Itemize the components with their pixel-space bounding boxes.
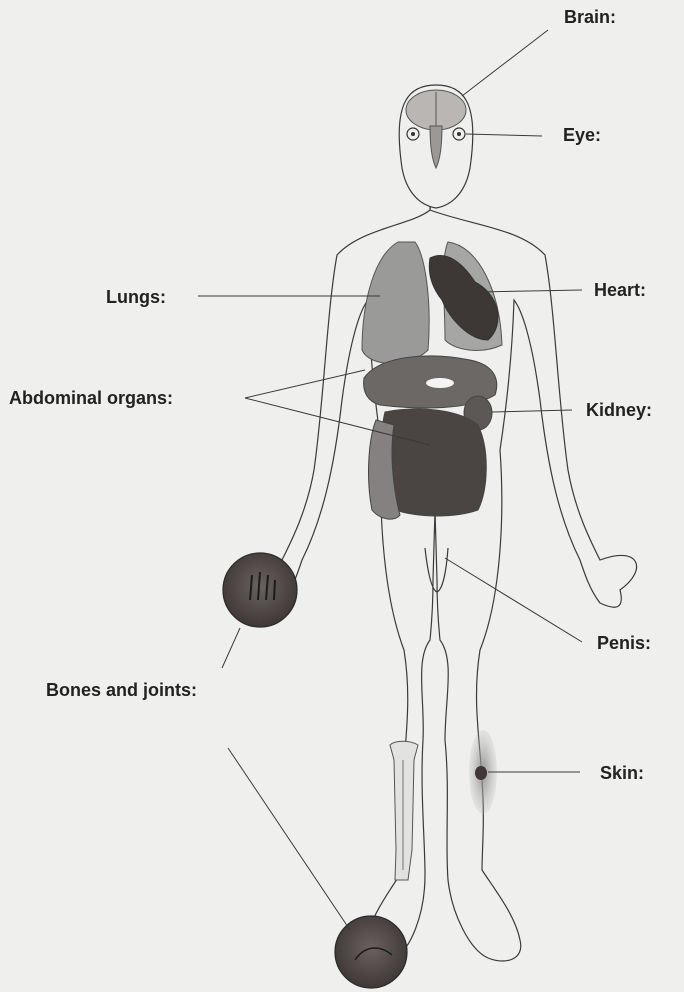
bones-and-joints-label: Bones and joints:: [46, 680, 197, 700]
penis-leader: [445, 558, 582, 642]
foot-joint-circle: [335, 916, 407, 988]
bones-leader-top: [222, 628, 240, 668]
leg-bone-shape: [390, 741, 418, 880]
lung-right-shape: [362, 242, 429, 364]
heart-leader: [478, 290, 582, 292]
abdominal-organs-label: Abdominal organs:: [9, 388, 173, 408]
lungs-label: Lungs:: [106, 287, 166, 307]
hand-joint-circle: [223, 553, 297, 627]
brain-leader: [462, 30, 548, 96]
heart-label: Heart:: [594, 280, 646, 300]
eye-leader: [466, 134, 542, 136]
heart-shape: [429, 255, 498, 340]
skin-lesion-spot: [475, 766, 487, 780]
kidney-label: Kidney:: [586, 400, 652, 420]
kidney-leader: [492, 410, 572, 412]
eye-label: Eye:: [563, 125, 601, 145]
bones-leader-bottom: [228, 748, 350, 930]
brain-label: Brain:: [564, 7, 616, 27]
penis-label: Penis:: [597, 633, 651, 653]
abdominal-leader-1: [245, 370, 365, 398]
skin-label: Skin:: [600, 763, 644, 783]
